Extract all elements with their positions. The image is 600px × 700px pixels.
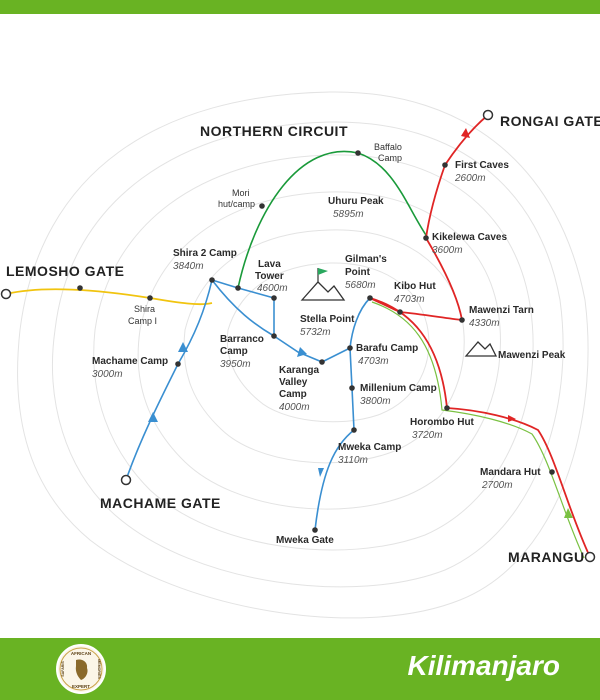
mweka-gate-label: Mweka Gate <box>276 535 334 546</box>
lemosho-gate-marker <box>0 288 12 300</box>
logo-text-left: SAFARIS <box>61 661 65 677</box>
uhuru-peak-label: Uhuru Peak <box>328 196 384 207</box>
kibo-hut-altitude: 4703m <box>394 294 425 305</box>
karanga-camp-label-3: Camp <box>279 389 307 400</box>
lemosho-route <box>5 288 213 306</box>
horombo-hut-altitude: 3720m <box>412 430 443 441</box>
arrow-up-icon <box>564 508 573 518</box>
uhuru-peak-altitude: 5895m <box>333 209 364 220</box>
lemosho-gate-label: LEMOSHO GATE <box>6 263 125 279</box>
arrow-right-icon <box>297 347 307 357</box>
arrow-right-icon <box>508 415 516 422</box>
mawenzi-tarn-label: Mawenzi Tarn <box>469 305 534 316</box>
uhuru-peak-icon <box>300 268 346 301</box>
african-memories-logo: AFRICAN EXPERT MEMORIES SAFARIS <box>56 644 106 694</box>
gate-markers <box>0 109 596 563</box>
arrow-down-icon <box>461 128 470 138</box>
top-banner <box>0 0 600 14</box>
logo-text-bottom: EXPERT <box>72 684 90 689</box>
machame-gate-label: MACHAME GATE <box>100 495 221 511</box>
mandara-hut-altitude: 2700m <box>481 480 513 491</box>
mori-camp-label-2: hut/camp <box>218 199 255 209</box>
africa-map-icon <box>75 659 88 680</box>
first-caves-label: First Caves <box>455 160 509 171</box>
rongai-gate-label: RONGAI GATE <box>500 113 600 129</box>
baffalo-camp-label: Baffalo <box>374 142 402 152</box>
logo-text-top: AFRICAN <box>71 651 91 656</box>
rongai-gate-marker <box>482 109 494 121</box>
gilmans-point-label: Gilman's <box>345 254 387 265</box>
kibo-hut-label: Kibo Hut <box>394 281 436 292</box>
northern-circuit-route <box>237 150 429 289</box>
machame-gate-marker <box>120 474 132 486</box>
mori-camp-label: Mori <box>232 188 250 198</box>
shira2-camp-label: Shira 2 Camp <box>173 248 237 259</box>
first-caves-altitude: 2600m <box>454 173 486 184</box>
marangu-gate-label: MARANGU <box>508 549 585 565</box>
barafu-camp-label: Barafu Camp <box>356 343 418 354</box>
logo-svg: AFRICAN EXPERT MEMORIES SAFARIS <box>59 647 103 691</box>
barranco-camp-label-2: Camp <box>220 346 248 357</box>
arrow-down-icon <box>318 468 324 477</box>
mawenzi-tarn-altitude: 4330m <box>469 318 500 329</box>
logo-text-right: MEMORIES <box>97 659 101 679</box>
barranco-camp-altitude: 3950m <box>220 359 251 370</box>
lava-tower-label: Lava <box>258 259 281 270</box>
lava-tower-label-2: Tower <box>255 271 284 282</box>
machame-camp-label: Machame Camp <box>92 356 168 367</box>
route-map: RONGAI GATE LEMOSHO GATE MACHAME GATE MA… <box>0 14 600 638</box>
marangu-descent-route <box>371 301 585 559</box>
karanga-camp-altitude: 4000m <box>279 402 310 413</box>
shira-camp1-label: Shira <box>134 304 155 314</box>
kikelewa-caves-altitude: 3600m <box>432 245 463 256</box>
gilmans-point-altitude: 5680m <box>345 280 376 291</box>
karanga-camp-label: Karanga <box>279 365 319 376</box>
shira-camp1-label-2: Camp I <box>128 316 157 326</box>
northern-circuit-label: NORTHERN CIRCUIT <box>200 123 348 139</box>
footer-title: Kilimanjaro <box>407 650 560 681</box>
mandara-hut-label: Mandara Hut <box>480 467 541 478</box>
mweka-camp-altitude: 3110m <box>338 455 368 466</box>
karanga-camp-label-2: Valley <box>279 377 308 388</box>
mawenzi-peak-label: Mawenzi Peak <box>498 350 566 361</box>
route-arrows <box>148 128 573 518</box>
millenium-camp-altitude: 3800m <box>360 396 391 407</box>
map-svg: RONGAI GATE LEMOSHO GATE MACHAME GATE MA… <box>0 91 600 619</box>
lava-tower-altitude: 4600m <box>257 283 288 294</box>
stella-point-altitude: 5732m <box>300 327 331 338</box>
horombo-hut-label: Horombo Hut <box>410 417 475 428</box>
shira2-camp-altitude: 3840m <box>173 261 204 272</box>
machame-camp-altitude: 3000m <box>92 369 123 380</box>
barafu-camp-altitude: 4703m <box>358 356 389 367</box>
mawenzi-peak-icon <box>464 341 498 357</box>
camp-dots <box>77 150 555 533</box>
mweka-camp-label: Mweka Camp <box>338 442 401 453</box>
footer-bar: AFRICAN EXPERT MEMORIES SAFARIS Kilimanj… <box>0 638 600 700</box>
stella-point-label: Stella Point <box>300 314 355 325</box>
arrow-up-icon <box>178 342 188 352</box>
marangu-gate-marker <box>584 551 596 563</box>
arrow-up-icon <box>148 412 158 422</box>
gilmans-point-label-2: Point <box>345 267 371 278</box>
barranco-camp-label: Barranco <box>220 334 264 345</box>
kikelewa-caves-label: Kikelewa Caves <box>432 232 507 243</box>
baffalo-camp-label-2: Camp <box>378 153 402 163</box>
millenium-camp-label: Millenium Camp <box>360 383 437 394</box>
